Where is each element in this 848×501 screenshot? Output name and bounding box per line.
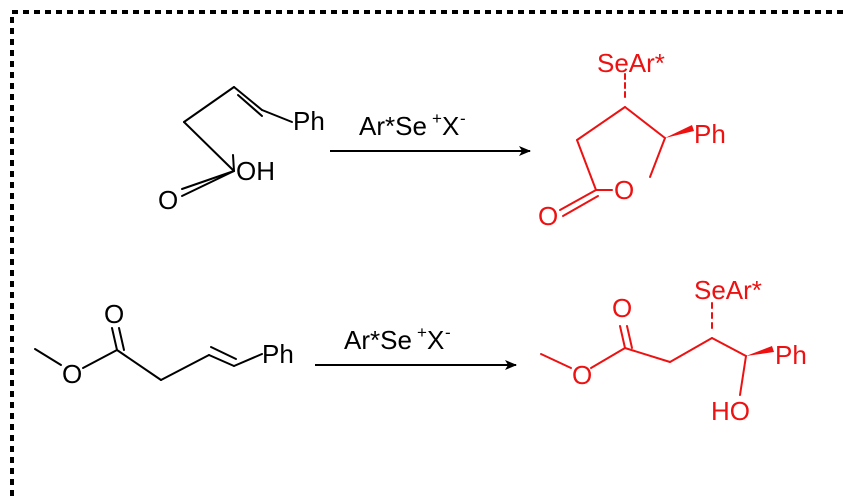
reaction2-reactant-phenyl: Ph (262, 339, 294, 369)
reaction1-product-phenyl: Ph (694, 119, 726, 149)
reagent-anion-sign: - (460, 109, 466, 128)
reaction1-product-selenyl: SeAr* (597, 48, 665, 78)
dotted-frame (10, 10, 846, 496)
reaction1-wedge-bond (665, 125, 694, 138)
reaction1-reactant (181, 86, 293, 197)
reaction2-product-carbonyl-oxygen: O (612, 293, 632, 323)
reaction2-reagent-label: Ar*Se + X - (344, 323, 451, 355)
reaction1-reactant-hydroxyl: OH (236, 156, 275, 186)
reaction1-reactant-phenyl: Ph (293, 106, 325, 136)
reagent-cation-sign: + (432, 109, 442, 128)
reaction2-product-ester-oxygen: O (572, 360, 592, 390)
reagent-cation-sign: + (417, 323, 427, 342)
reaction1-product-carbonyl-oxygen: O (538, 201, 558, 231)
reaction2-reactant (34, 327, 263, 381)
reaction2-wedge-bond (746, 346, 774, 356)
reagent-selenium-base: Ar*Se (344, 325, 412, 355)
reaction2-product-hydroxyl: HO (711, 396, 750, 426)
reaction2-product (540, 302, 747, 396)
reaction1-product (559, 73, 666, 217)
reagent-selenium-base: Ar*Se (359, 111, 427, 141)
reaction2-reactant-ester-oxygen: O (62, 359, 82, 389)
reaction2-product-selenyl: SeAr* (694, 275, 762, 305)
reagent-anion: X (427, 325, 444, 355)
reagent-anion-sign: - (445, 323, 451, 342)
reaction1-reagent-label: Ar*Se + X - (359, 109, 466, 141)
reaction1-product-ring-oxygen: O (614, 175, 634, 205)
reaction2-product-phenyl: Ph (775, 340, 807, 370)
reaction2-reactant-carbonyl-oxygen: O (104, 299, 124, 329)
reaction1-reactant-carbonyl-oxygen: O (158, 185, 178, 215)
reagent-anion: X (442, 111, 459, 141)
